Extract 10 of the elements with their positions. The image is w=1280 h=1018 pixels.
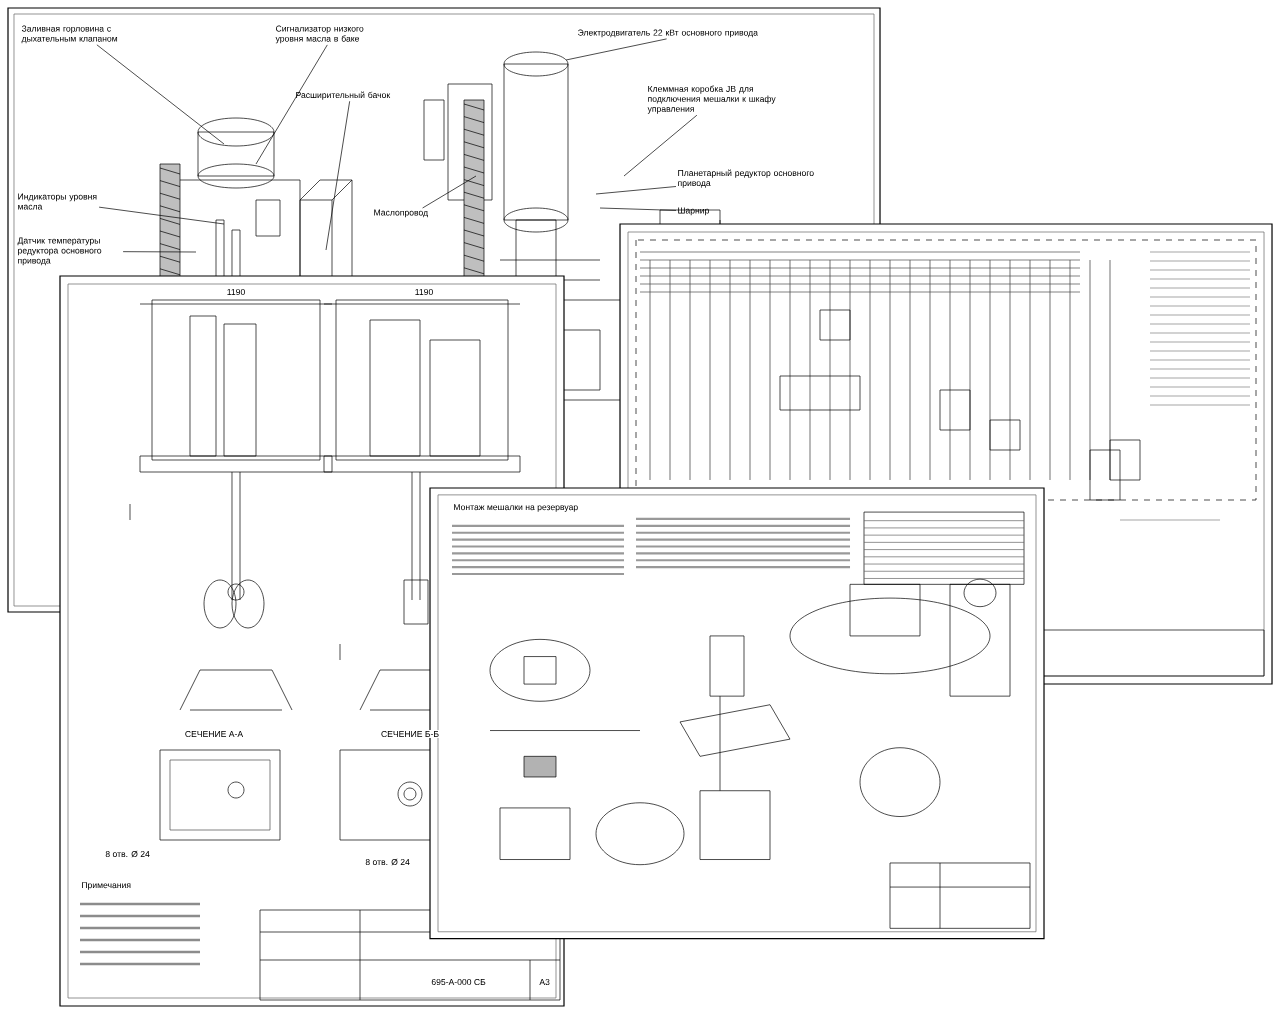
leader-line (122, 251, 197, 253)
leader-line (422, 175, 477, 209)
leader-line (98, 206, 225, 225)
leader-line (96, 44, 225, 145)
leader-line (595, 186, 677, 195)
leader-line (255, 44, 328, 165)
leader-line (623, 114, 698, 177)
leader-line (565, 38, 667, 61)
leader-line (599, 207, 677, 211)
leader-line (325, 100, 350, 251)
